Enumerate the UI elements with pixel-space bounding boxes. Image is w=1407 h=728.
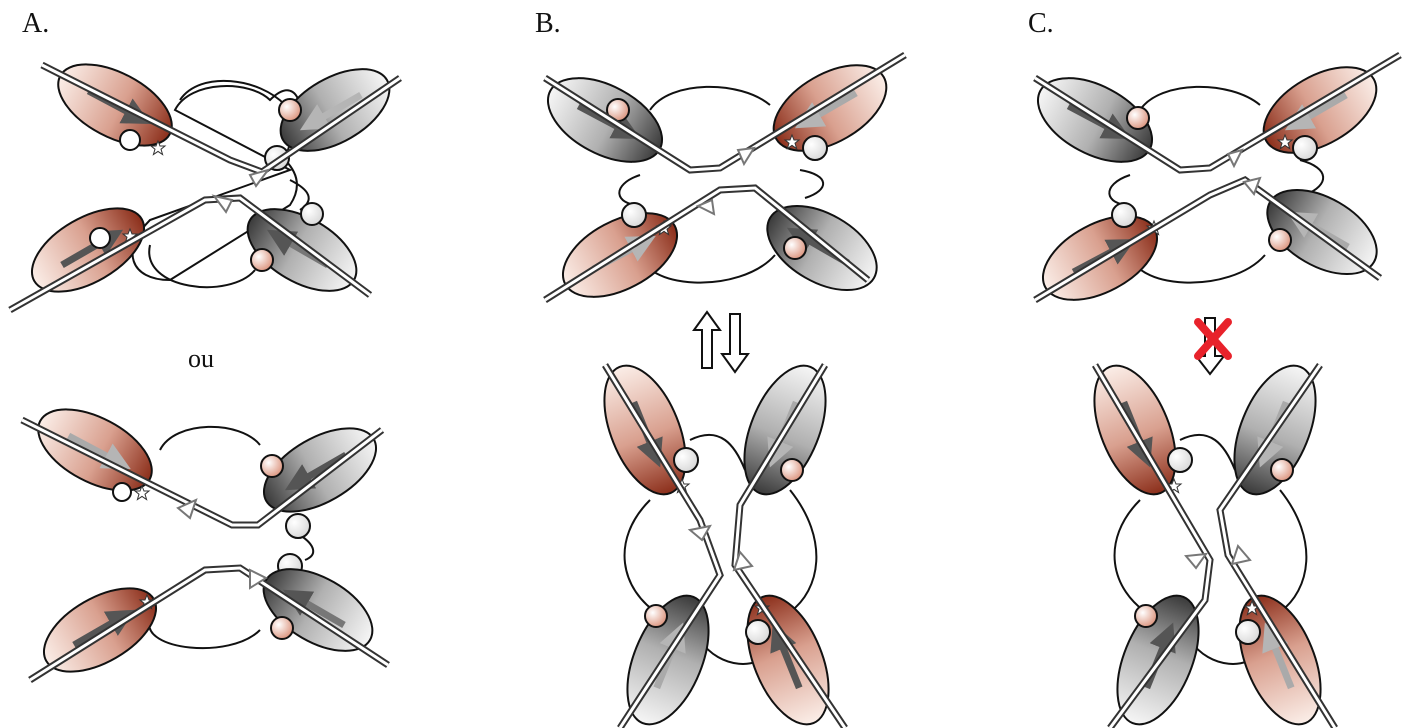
panel-b-bottom-complex — [588, 354, 845, 728]
panel-c-top-complex — [1024, 50, 1400, 318]
panel-c-bottom-complex — [1078, 354, 1337, 728]
panel-a-bottom-complex — [22, 393, 390, 689]
panel-a-top-complex — [10, 48, 403, 310]
panel-b-top-complex — [534, 48, 905, 315]
double-arrow-equilibrium-icon — [694, 312, 748, 372]
